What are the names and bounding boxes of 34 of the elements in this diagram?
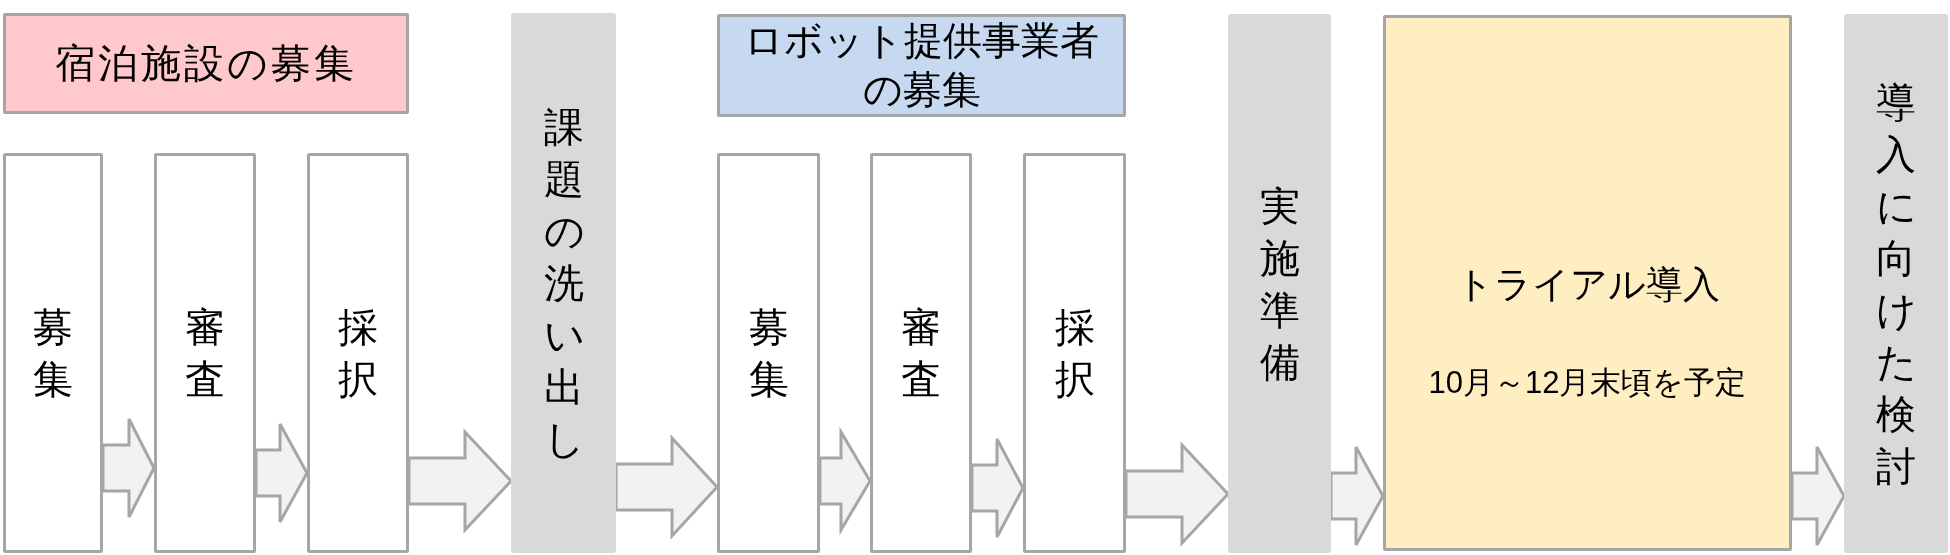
category-header-box: [3, 13, 409, 114]
step-box: [870, 153, 972, 553]
step-label: 採択: [1054, 304, 1095, 403]
category-header-box: [717, 14, 1126, 117]
step-label: 募集: [33, 304, 73, 403]
step-box: [154, 153, 256, 553]
block-arrow: [818, 426, 872, 536]
step-label: 募集: [748, 304, 789, 403]
step-box: [307, 153, 409, 553]
block-arrow: [407, 428, 514, 534]
stage-label: 課題の洗い出し: [543, 104, 584, 463]
stage-label: 導入に向けた検討: [1876, 78, 1916, 490]
step-box: [717, 153, 820, 553]
schedule-note: 10月～12月末頃を予定: [1428, 364, 1747, 402]
block-arrow: [254, 422, 309, 524]
block-arrow: [1124, 441, 1231, 547]
stage-band: [1844, 14, 1948, 553]
trial-stage-box: [1383, 15, 1792, 551]
stage-label: 実施準備: [1259, 182, 1300, 386]
step-label: 審査: [185, 304, 225, 403]
block-arrow: [1790, 445, 1846, 547]
block-arrow: [970, 437, 1025, 539]
stage-band: [511, 13, 616, 553]
stage-title: トライアル導入: [1455, 263, 1720, 307]
step-box: [1023, 153, 1126, 553]
block-arrow: [101, 417, 156, 519]
category-heading: ロボット提供事業者の募集: [743, 17, 1100, 113]
block-arrow: [614, 434, 720, 540]
step-label: 審査: [901, 304, 941, 403]
block-arrow: [1329, 445, 1385, 547]
step-box: [3, 153, 103, 553]
stage-band: [1228, 14, 1331, 553]
step-label: 採択: [338, 304, 378, 403]
category-heading: 宿泊施設の募集: [55, 40, 357, 87]
